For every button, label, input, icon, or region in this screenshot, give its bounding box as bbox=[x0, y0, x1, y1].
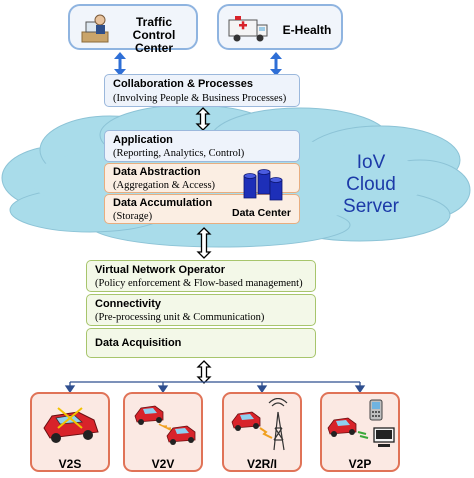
vehicle-to-vehicle-icon bbox=[134, 405, 196, 445]
collaboration-layer: Collaboration & Processes (Involving Peo… bbox=[104, 74, 300, 107]
e-health-label: E-Health bbox=[282, 23, 332, 37]
virtual-network-operator-layer: Virtual Network Operator (Policy enforce… bbox=[86, 260, 316, 292]
v2ri-label: V2R/I bbox=[246, 457, 277, 471]
data-acquisition-layer: Data Acquisition bbox=[86, 328, 316, 358]
application-layer: Application (Reporting, Analytics, Contr… bbox=[104, 130, 300, 162]
data-accumulation-subtitle: (Storage) bbox=[113, 211, 153, 222]
application-subtitle: (Reporting, Analytics, Control) bbox=[113, 148, 245, 159]
v2s-label: V2S bbox=[58, 457, 82, 471]
iov-cloud-server-label: IoV Cloud Server bbox=[343, 152, 399, 217]
network-vehicles-arrow bbox=[196, 360, 212, 384]
data-accumulation-layer: Data Accumulation (Storage) bbox=[104, 194, 300, 224]
vno-subtitle: (Policy enforcement & Flow-based managem… bbox=[95, 278, 303, 289]
application-title: Application bbox=[113, 134, 173, 146]
collaboration-title: Collaboration & Processes bbox=[113, 78, 253, 90]
traffic-controller-icon bbox=[81, 14, 109, 43]
data-accumulation-title: Data Accumulation bbox=[113, 197, 213, 209]
traffic-control-center-node: Traffic Control Center bbox=[68, 4, 198, 55]
vehicle-to-pedestrian-icon bbox=[327, 399, 395, 447]
v2v-label: V2V bbox=[151, 457, 175, 471]
v2ri-panel bbox=[222, 392, 302, 472]
e-health-node: E-Health bbox=[217, 4, 343, 50]
traffic-link-arrow bbox=[114, 52, 126, 76]
v2v-panel bbox=[123, 392, 203, 472]
vno-title: Virtual Network Operator bbox=[95, 264, 225, 276]
v2p-panel bbox=[320, 392, 400, 472]
collaboration-subtitle: (Involving People & Business Processes) bbox=[113, 93, 287, 104]
connectivity-title: Connectivity bbox=[95, 298, 162, 310]
data-center-label: Data Center bbox=[232, 207, 291, 219]
data-acquisition-title: Data Acquisition bbox=[95, 337, 182, 349]
traffic-control-center-label: Traffic Control Center bbox=[132, 15, 176, 55]
data-abstraction-title: Data Abstraction bbox=[113, 166, 201, 178]
connectivity-subtitle: (Pre-processing unit & Communication) bbox=[95, 312, 265, 323]
smart-car-icon bbox=[43, 407, 99, 443]
cloud-network-arrow bbox=[196, 227, 212, 259]
ambulance-icon bbox=[228, 16, 268, 42]
v2s-panel bbox=[30, 392, 110, 472]
vehicle-to-infrastructure-icon bbox=[231, 398, 288, 451]
data-center-icon bbox=[243, 169, 283, 201]
connectivity-layer: Connectivity (Pre-processing unit & Comm… bbox=[86, 294, 316, 326]
ehealth-link-arrow bbox=[270, 52, 282, 76]
data-abstraction-subtitle: (Aggregation & Access) bbox=[113, 180, 216, 191]
v2p-label: V2P bbox=[348, 457, 372, 471]
